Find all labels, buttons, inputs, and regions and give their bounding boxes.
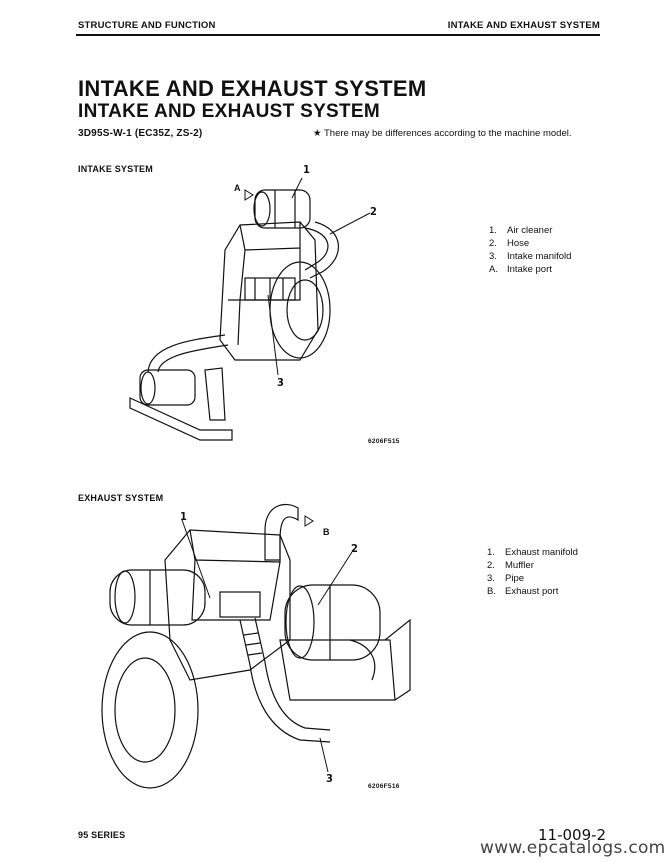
intake-callout-3: 3 bbox=[277, 376, 284, 389]
exhaust-legend: 1.Exhaust manifold 2.Muffler 3.Pipe B.Ex… bbox=[487, 546, 578, 598]
exhaust-callout-1: 1 bbox=[180, 510, 187, 523]
legend-item: 3.Pipe bbox=[487, 573, 525, 584]
intake-callout-2: 2 bbox=[370, 205, 377, 218]
watermark: www.epcatalogs.com bbox=[480, 838, 666, 858]
header-rule bbox=[76, 34, 600, 36]
intake-legend: 1.Air cleaner 2.Hose 3.Intake manifold A… bbox=[489, 224, 571, 276]
page-subtitle: INTAKE AND EXHAUST SYSTEM bbox=[78, 101, 381, 122]
footer-series: 95 SERIES bbox=[78, 830, 126, 840]
footer-page-number: 11-009-2 bbox=[538, 826, 607, 844]
intake-callout-1: 1 bbox=[303, 163, 310, 176]
exhaust-callout-3: 3 bbox=[326, 772, 333, 785]
legend-item: 1.Air cleaner bbox=[489, 225, 553, 236]
model-note: ★ There may be differences according to … bbox=[313, 128, 572, 139]
exhaust-heading: EXHAUST SYSTEM bbox=[78, 493, 164, 503]
intake-port-label: A bbox=[234, 183, 241, 193]
intake-figure-code: 6206F515 bbox=[368, 438, 400, 445]
legend-item: 3.Intake manifold bbox=[489, 251, 572, 262]
legend-item: 2.Hose bbox=[489, 238, 530, 249]
legend-item: A.Intake port bbox=[489, 264, 552, 275]
legend-item: 2.Muffler bbox=[487, 560, 534, 571]
header-section-label: STRUCTURE AND FUNCTION bbox=[78, 20, 216, 31]
intake-heading: INTAKE SYSTEM bbox=[78, 164, 153, 174]
model-label: 3D95S-W-1 (EC35Z, ZS-2) bbox=[78, 128, 203, 139]
legend-item: 1.Exhaust manifold bbox=[487, 547, 578, 558]
page-title: INTAKE AND EXHAUST SYSTEM bbox=[78, 76, 427, 101]
legend-item: B.Exhaust port bbox=[487, 586, 559, 597]
exhaust-port-label: B bbox=[323, 527, 330, 537]
header-chapter-label: INTAKE AND EXHAUST SYSTEM bbox=[447, 20, 600, 31]
exhaust-callout-2: 2 bbox=[351, 542, 358, 555]
exhaust-figure-code: 6206F516 bbox=[368, 783, 400, 790]
